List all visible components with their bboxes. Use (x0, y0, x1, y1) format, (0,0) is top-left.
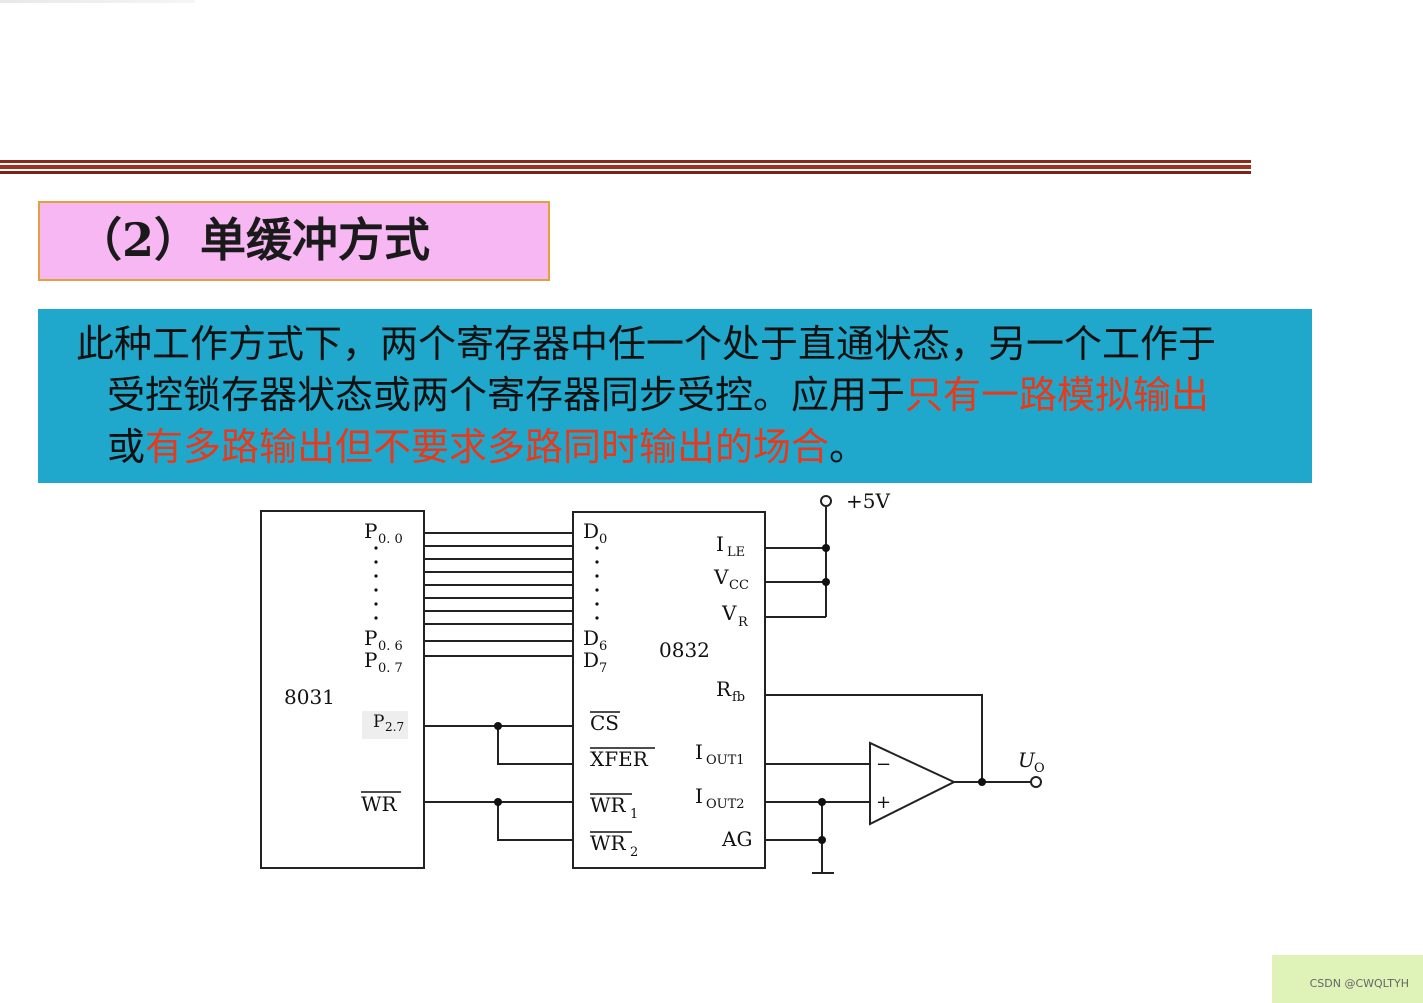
pin-label-p06-sub: 0. 6 (378, 639, 403, 654)
corner-decoration (1272, 955, 1423, 1003)
pin-label-p27: P (373, 712, 384, 732)
pin-label-d6: D (583, 626, 599, 650)
opamp-plus-label: + (876, 792, 891, 813)
pin-label-iout2: I (695, 784, 703, 808)
pin-label-d7-sub: 7 (599, 661, 607, 676)
junction-dot (978, 778, 986, 786)
description-line-3: 或有多路输出但不要求多路同时输出的场合。 (107, 422, 867, 472)
pin-label-cs: CS (590, 711, 619, 735)
pin-highlight (362, 711, 408, 739)
pin-label-iout1-sub: OUT1 (706, 753, 745, 768)
pin-ellipsis-dot (595, 546, 599, 550)
pin-label-p27-sub: 2.7 (385, 720, 404, 734)
description-line-1: 此种工作方式下，两个寄存器中任一个处于直通状态，另一个工作于 (76, 319, 1216, 369)
pin-label-vcc: V (713, 565, 729, 589)
junction-dot (818, 836, 826, 844)
pin-label-iout1: I (695, 740, 703, 764)
pin-label-xfer: XFER (590, 747, 649, 771)
pin-label-wr1: WR (590, 793, 627, 817)
pin-ellipsis-dot (374, 616, 378, 620)
feedback-wire (765, 694, 983, 782)
dac-block (572, 511, 766, 869)
pin-ellipsis-dot (374, 602, 378, 606)
pin-ellipsis-dot (374, 588, 378, 592)
pin-label-ag: AG (721, 827, 752, 851)
pin-label-d0: D (583, 519, 599, 543)
mcu-block (260, 510, 425, 869)
output-label: U (1018, 748, 1036, 772)
pin-ellipsis-dot (595, 560, 599, 564)
supply-terminal (820, 495, 832, 507)
pin-label-ile-sub: LE (727, 545, 745, 560)
pin-ellipsis-dot (595, 588, 599, 592)
output-terminal (1030, 776, 1042, 788)
vcc-rail (765, 507, 827, 618)
description-highlight: 有多路输出但不要求多路同时输出的场合 (145, 425, 830, 469)
pin-label-p00-sub: 0. 0 (378, 532, 403, 547)
pin-ellipsis-dot (595, 602, 599, 606)
wr-wire (424, 801, 573, 841)
description-text: 此种工作方式下，两个寄存器中任一个处于直通状态，另一个工作于 (76, 322, 1217, 366)
pin-label-wr2-sub: 2 (630, 845, 638, 860)
pin-label-p07: P (364, 648, 377, 672)
description-text: 。 (829, 425, 868, 469)
pin-label-d6-sub: 6 (599, 639, 607, 654)
data-bus (424, 532, 573, 657)
divider-line (0, 160, 1251, 163)
pin-label-rfb: R (716, 677, 732, 701)
pin-label-wr2: WR (590, 831, 627, 855)
pin-ellipsis-dot (595, 616, 599, 620)
opamp-minus-label: − (876, 754, 891, 775)
pin-label-vr: V (721, 601, 737, 625)
pin-ellipsis-dot (374, 574, 378, 578)
dac-name: 0832 (659, 638, 710, 662)
pin-ellipsis-dot (374, 546, 378, 550)
junction-dot (822, 544, 830, 552)
pin-label-ile: I (716, 532, 724, 556)
top-shadow (0, 0, 195, 3)
pin-label-wr: WR (361, 792, 398, 816)
description-text: 或 (107, 425, 146, 469)
pin-label-vr-sub: R (738, 615, 749, 630)
pin-label-d0-sub: 0 (599, 532, 607, 547)
pin-label-p06: P (364, 626, 377, 650)
pin-label-vcc-sub: CC (729, 578, 749, 593)
description-highlight: 只有一路模拟输出 (905, 373, 1210, 417)
cs-wire (424, 725, 573, 765)
pin-ellipsis-dot (374, 560, 378, 564)
output-label-sub: O (1034, 761, 1045, 776)
pin-ellipsis-dot (595, 574, 599, 578)
junction-dot (818, 798, 826, 806)
description-box (38, 309, 1312, 483)
section-heading: （2）单缓冲方式 (76, 213, 431, 267)
junction-dot (494, 722, 502, 730)
junction-dot (494, 798, 502, 806)
description-line-2: 受控锁存器状态或两个寄存器同步受控。应用于只有一路模拟输出 (107, 370, 1209, 420)
mcu-name: 8031 (284, 685, 335, 709)
watermark: CSDN @CWQLTYH (1309, 977, 1409, 990)
pin-label-rfb-sub: fb (732, 690, 745, 705)
divider-line (0, 165, 1251, 169)
divider-line (0, 171, 1251, 174)
description-text: 受控锁存器状态或两个寄存器同步受控。应用于 (107, 373, 906, 417)
heading-box (38, 201, 550, 281)
pin-label-p00: P (364, 519, 377, 543)
junction-dot (822, 578, 830, 586)
pin-label-iout2-sub: OUT2 (706, 797, 745, 812)
opamp (869, 741, 957, 826)
pin-label-p07-sub: 0. 7 (378, 661, 403, 676)
supply-label: +5V (846, 489, 890, 513)
pin-label-d7: D (583, 648, 599, 672)
pin-label-wr1-sub: 1 (630, 807, 638, 822)
